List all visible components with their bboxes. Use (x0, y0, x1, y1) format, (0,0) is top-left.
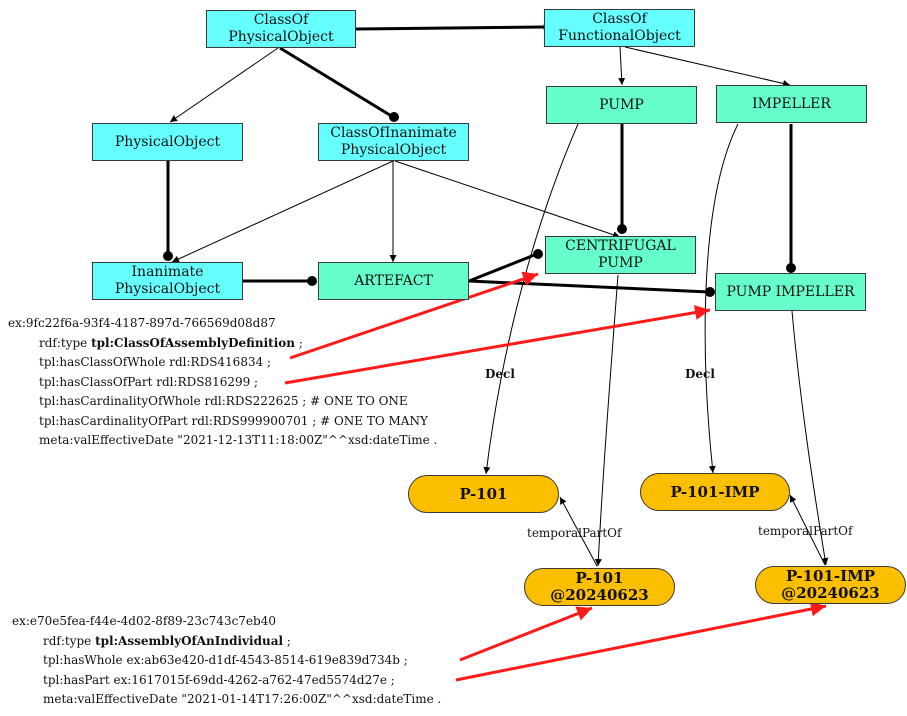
node-class-of-physical-object[interactable]: ClassOf PhysicalObject (206, 10, 356, 48)
node-p101-temporal[interactable]: P-101 @20240623 (524, 568, 675, 606)
assembly-definition-code: ex:9fc22f6a-93f4-4187-897d-766569d08d87 … (8, 314, 437, 451)
has-part: tpl:hasPart ex:1617015f-69dd-4262-a762-4… (43, 672, 395, 687)
edge-label-temporal-p101-imp: temporalPartOf (758, 524, 853, 538)
assembly-individual-code: ex:e70e5fea-f44e-4d02-8f89-23c743c7eb40 … (12, 612, 441, 710)
dot-pimp-left (705, 287, 715, 297)
edge-p101t-p101 (559, 496, 598, 567)
edge-cfo-pump (618, 46, 626, 86)
dot-cpump-top (617, 224, 627, 234)
node-pump-impeller[interactable]: PUMP IMPELLER (715, 273, 866, 311)
node-class-of-inanimate-physical-object[interactable]: ClassOfInanimate PhysicalObject (318, 123, 469, 161)
dot-coipo (389, 112, 399, 122)
node-class-of-functional-object[interactable]: ClassOf FunctionalObject (544, 9, 695, 47)
edge-pump-p101 (483, 123, 579, 475)
dot-cpump-left (533, 249, 543, 259)
type-prefix: rdf:type (43, 633, 96, 648)
node-centrifugal-pump[interactable]: CENTRIFUGAL PUMP (545, 236, 696, 274)
thin-edges (169, 46, 829, 567)
edge-p101impt-p101imp (789, 494, 826, 566)
ref-part-individual (455, 601, 827, 682)
node-physical-object[interactable]: PhysicalObject (92, 123, 243, 161)
edge-label-decl-pump: Decl (485, 367, 515, 381)
type-suffix: ; (295, 335, 303, 350)
cardinality-of-part: tpl:hasCardinalityOfPart rdl:RDS99990070… (39, 413, 428, 428)
node-p101-imp-temporal[interactable]: P-101-IMP @20240623 (755, 566, 906, 604)
edge-artefact-cpump (468, 252, 538, 283)
edge-cpump-p101t (594, 274, 619, 567)
edge-dots (163, 22, 796, 297)
reference-arrows (284, 271, 827, 682)
node-p101-imp[interactable]: P-101-IMP (640, 473, 790, 511)
edge-cfo-impeller (624, 46, 791, 87)
edge-impeller-p101imp (704, 123, 739, 474)
assembly-individual-type-line: rdf:type tpl:AssemblyOfAnIndividual ; (12, 632, 441, 652)
node-pump[interactable]: PUMP (546, 86, 697, 124)
node-artefact[interactable]: ARTEFACT (318, 262, 469, 300)
type-value: tpl:ClassOfAssemblyDefinition (91, 335, 295, 350)
definition-effective-date: meta:valEffectiveDate "2021-12-13T11:18:… (39, 433, 438, 447)
node-p101[interactable]: P-101 (408, 475, 559, 513)
type-value: tpl:AssemblyOfAnIndividual (95, 633, 284, 648)
has-whole: tpl:hasWhole ex:ab63e420-d1df-4543-8514-… (43, 653, 408, 667)
node-impeller[interactable]: IMPELLER (716, 85, 867, 123)
edge-pimp-p101impt (791, 310, 829, 566)
assembly-definition-subject: ex:9fc22f6a-93f4-4187-897d-766569d08d87 (8, 316, 276, 330)
ref-whole-individual (459, 606, 593, 662)
dot-ipo (163, 251, 173, 261)
assembly-definition-type-line: rdf:type tpl:ClassOfAssemblyDefinition ; (8, 334, 437, 354)
thick-edges (166, 25, 793, 294)
edge-label-temporal-p101: temporalPartOf (527, 526, 622, 540)
dot-artefact (307, 276, 317, 286)
has-class-of-whole: tpl:hasClassOfWhole rdl:RDS416834 ; (39, 355, 272, 369)
dot-pimp-top (786, 263, 796, 273)
edge-cpo-cfo (355, 25, 544, 31)
cardinality-of-whole: tpl:hasCardinalityOfWhole rdl:RDS222625 … (39, 394, 408, 408)
edge-coipo-ipo (171, 160, 394, 263)
type-prefix: rdf:type (39, 335, 92, 350)
node-inanimate-physical-object[interactable]: Inanimate PhysicalObject (92, 262, 243, 300)
edge-cpo-coipo (279, 46, 394, 119)
edge-coipo-cpump (394, 160, 621, 239)
edge-cpo-po (169, 47, 279, 123)
has-class-of-part: tpl:hasClassOfPart rdl:RDS816299 ; (39, 374, 259, 389)
assembly-individual-subject: ex:e70e5fea-f44e-4d02-8f89-23c743c7eb40 (12, 614, 276, 628)
individual-effective-date: meta:valEffectiveDate "2021-01-14T17:26:… (43, 692, 442, 706)
ref-whole-class (289, 271, 539, 360)
ref-part-class (284, 305, 711, 385)
type-suffix: ; (283, 633, 291, 648)
edge-label-decl-impeller: Decl (685, 367, 715, 381)
